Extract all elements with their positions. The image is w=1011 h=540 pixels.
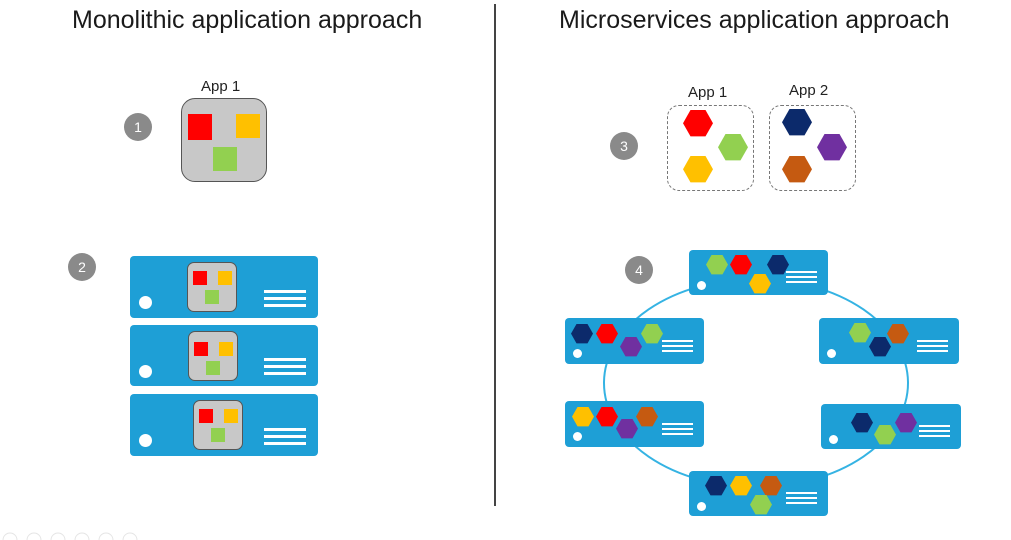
navy-service-hex <box>705 476 727 496</box>
red-service-hex <box>730 255 752 275</box>
step-badge-2: 2 <box>68 253 96 281</box>
green-service-hex <box>641 324 663 344</box>
green-module <box>213 147 237 171</box>
green-service-hex <box>718 133 748 161</box>
server-vents <box>662 340 693 355</box>
server-vents <box>919 425 950 440</box>
purple-service-hex <box>817 133 847 161</box>
server-led <box>139 365 152 378</box>
server-led <box>139 296 152 309</box>
monolith-server-3 <box>130 394 318 456</box>
server-vents <box>786 271 817 286</box>
monolith-instance <box>188 331 238 381</box>
green-service-hex <box>874 425 896 445</box>
orange-service-hex <box>636 407 658 427</box>
server-led <box>829 435 838 444</box>
server-led <box>697 502 706 511</box>
server-vents <box>264 358 306 379</box>
server-vents <box>264 428 306 449</box>
menu-icon <box>122 532 138 540</box>
pen-icon <box>50 532 66 540</box>
step-badge-3: 3 <box>610 132 638 160</box>
monolith-instance <box>193 400 243 450</box>
navy-service-hex <box>571 324 593 344</box>
purple-service-hex <box>616 419 638 439</box>
red-service-hex <box>596 407 618 427</box>
red-service-hex <box>683 109 713 137</box>
nav-next-icon <box>26 532 42 540</box>
monolithic-title: Monolithic application approach <box>72 6 423 34</box>
server-vents <box>917 340 948 355</box>
navy-service-hex <box>851 413 873 433</box>
monolith-instance <box>187 262 237 312</box>
nav-prev-icon <box>2 532 18 540</box>
microservices-app2-label: App 2 <box>789 82 829 99</box>
navy-service-hex <box>782 108 812 136</box>
yellow-service-hex <box>730 476 752 496</box>
orange-service-hex <box>760 476 782 496</box>
slides-icon <box>74 532 90 540</box>
purple-service-hex <box>620 337 642 357</box>
navy-service-hex <box>767 255 789 275</box>
server-led <box>697 281 706 290</box>
server-led <box>573 432 582 441</box>
monolith-app-label: App 1 <box>201 78 241 95</box>
step-badge-1: 1 <box>124 113 152 141</box>
server-vents <box>264 290 306 311</box>
red-module <box>188 114 212 140</box>
navy-service-hex <box>869 337 891 357</box>
monolith-server-1 <box>130 256 318 318</box>
microservices-app1-label: App 1 <box>688 84 728 101</box>
green-service-hex <box>849 323 871 343</box>
slide-nav-controls <box>2 532 138 540</box>
micro-server-upper-right <box>819 318 959 364</box>
section-divider <box>494 4 496 506</box>
server-vents <box>786 492 817 507</box>
monolith-server-2 <box>130 325 318 386</box>
zoom-icon <box>98 532 114 540</box>
orange-service-hex <box>782 155 812 183</box>
purple-service-hex <box>895 413 917 433</box>
yellow-service-hex <box>572 407 594 427</box>
green-service-hex <box>706 255 728 275</box>
microservices-title: Microservices application approach <box>559 6 950 34</box>
yellow-service-hex <box>749 274 771 294</box>
monolith-app-box <box>181 98 267 182</box>
green-service-hex <box>750 495 772 515</box>
red-service-hex <box>596 324 618 344</box>
server-led <box>827 349 836 358</box>
step-badge-4: 4 <box>625 256 653 284</box>
server-led <box>573 349 582 358</box>
orange-service-hex <box>887 324 909 344</box>
server-vents <box>662 423 693 438</box>
server-led <box>139 434 152 447</box>
yellow-service-hex <box>683 155 713 183</box>
yellow-module <box>236 114 260 138</box>
